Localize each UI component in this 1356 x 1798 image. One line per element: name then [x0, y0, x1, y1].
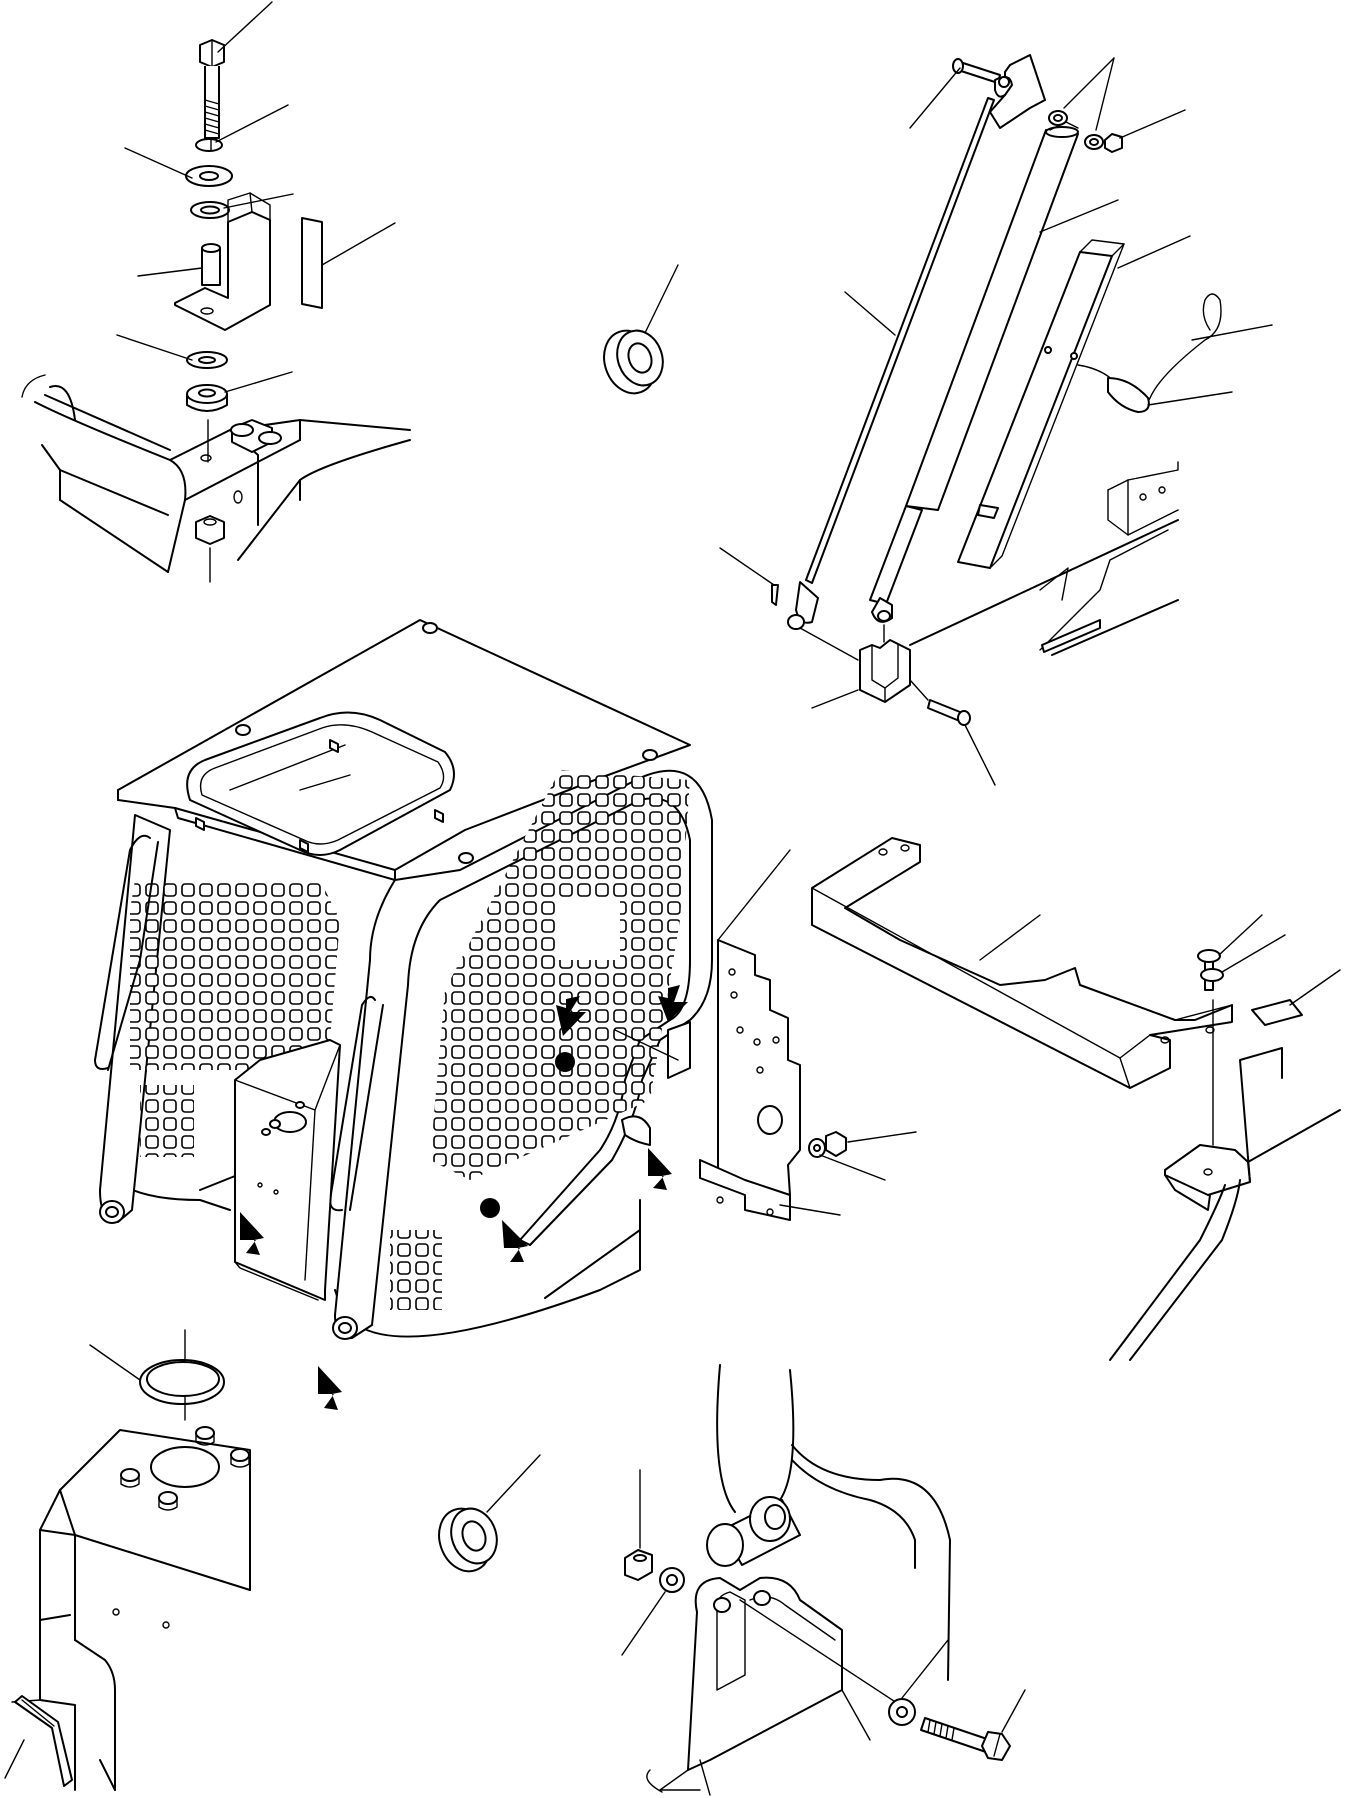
pivot-bolt	[920, 1717, 1011, 1761]
floor-bumpers	[120, 1426, 250, 1511]
top-guard-mount-isolator	[21, 1, 411, 583]
sleeve	[201, 243, 221, 286]
isolator-bracket	[174, 211, 271, 331]
support-rod	[805, 97, 995, 584]
cotter-pin	[771, 584, 779, 606]
grommet-top	[603, 264, 679, 395]
lock-bar	[957, 251, 1113, 569]
grommet-bottom	[438, 1454, 541, 1573]
leader-lines-strut	[844, 57, 1273, 406]
lower-pin	[927, 699, 996, 786]
hex-key-tool	[4, 1695, 73, 1787]
mesh-cutout	[555, 900, 620, 960]
lower-clevis	[859, 639, 911, 703]
lower-mesh	[390, 1230, 442, 1310]
lanyard-pin	[1077, 293, 1222, 413]
mount-bolt	[199, 39, 225, 139]
side-mount-plate	[699, 849, 917, 1221]
decal	[301, 217, 323, 309]
chassis-rail	[34, 401, 187, 573]
pad-bolts	[200, 419, 282, 504]
grab-handle-right	[329, 995, 376, 1212]
left-mesh-panel	[130, 880, 340, 1070]
grab-handle-left	[94, 834, 151, 1070]
assembly-arrows	[240, 985, 688, 1410]
lower-nut	[195, 515, 225, 583]
floor-grommet-ring	[11, 1329, 251, 1791]
rubber-isolator	[186, 384, 228, 412]
front-pivot-hinge	[621, 1364, 1026, 1796]
rear-mount-bracket	[811, 837, 1341, 1361]
mount-hole-lower	[480, 1198, 500, 1218]
leader-lines-top-left	[116, 1, 396, 393]
mount-hole-upper	[555, 1052, 575, 1072]
cab-guard-frame	[94, 619, 713, 1410]
hood-support-gas-strut	[719, 54, 1273, 786]
console-box	[234, 1039, 341, 1301]
strut-washers-nuts	[1048, 110, 1123, 153]
left-lower-mesh	[140, 1085, 194, 1157]
